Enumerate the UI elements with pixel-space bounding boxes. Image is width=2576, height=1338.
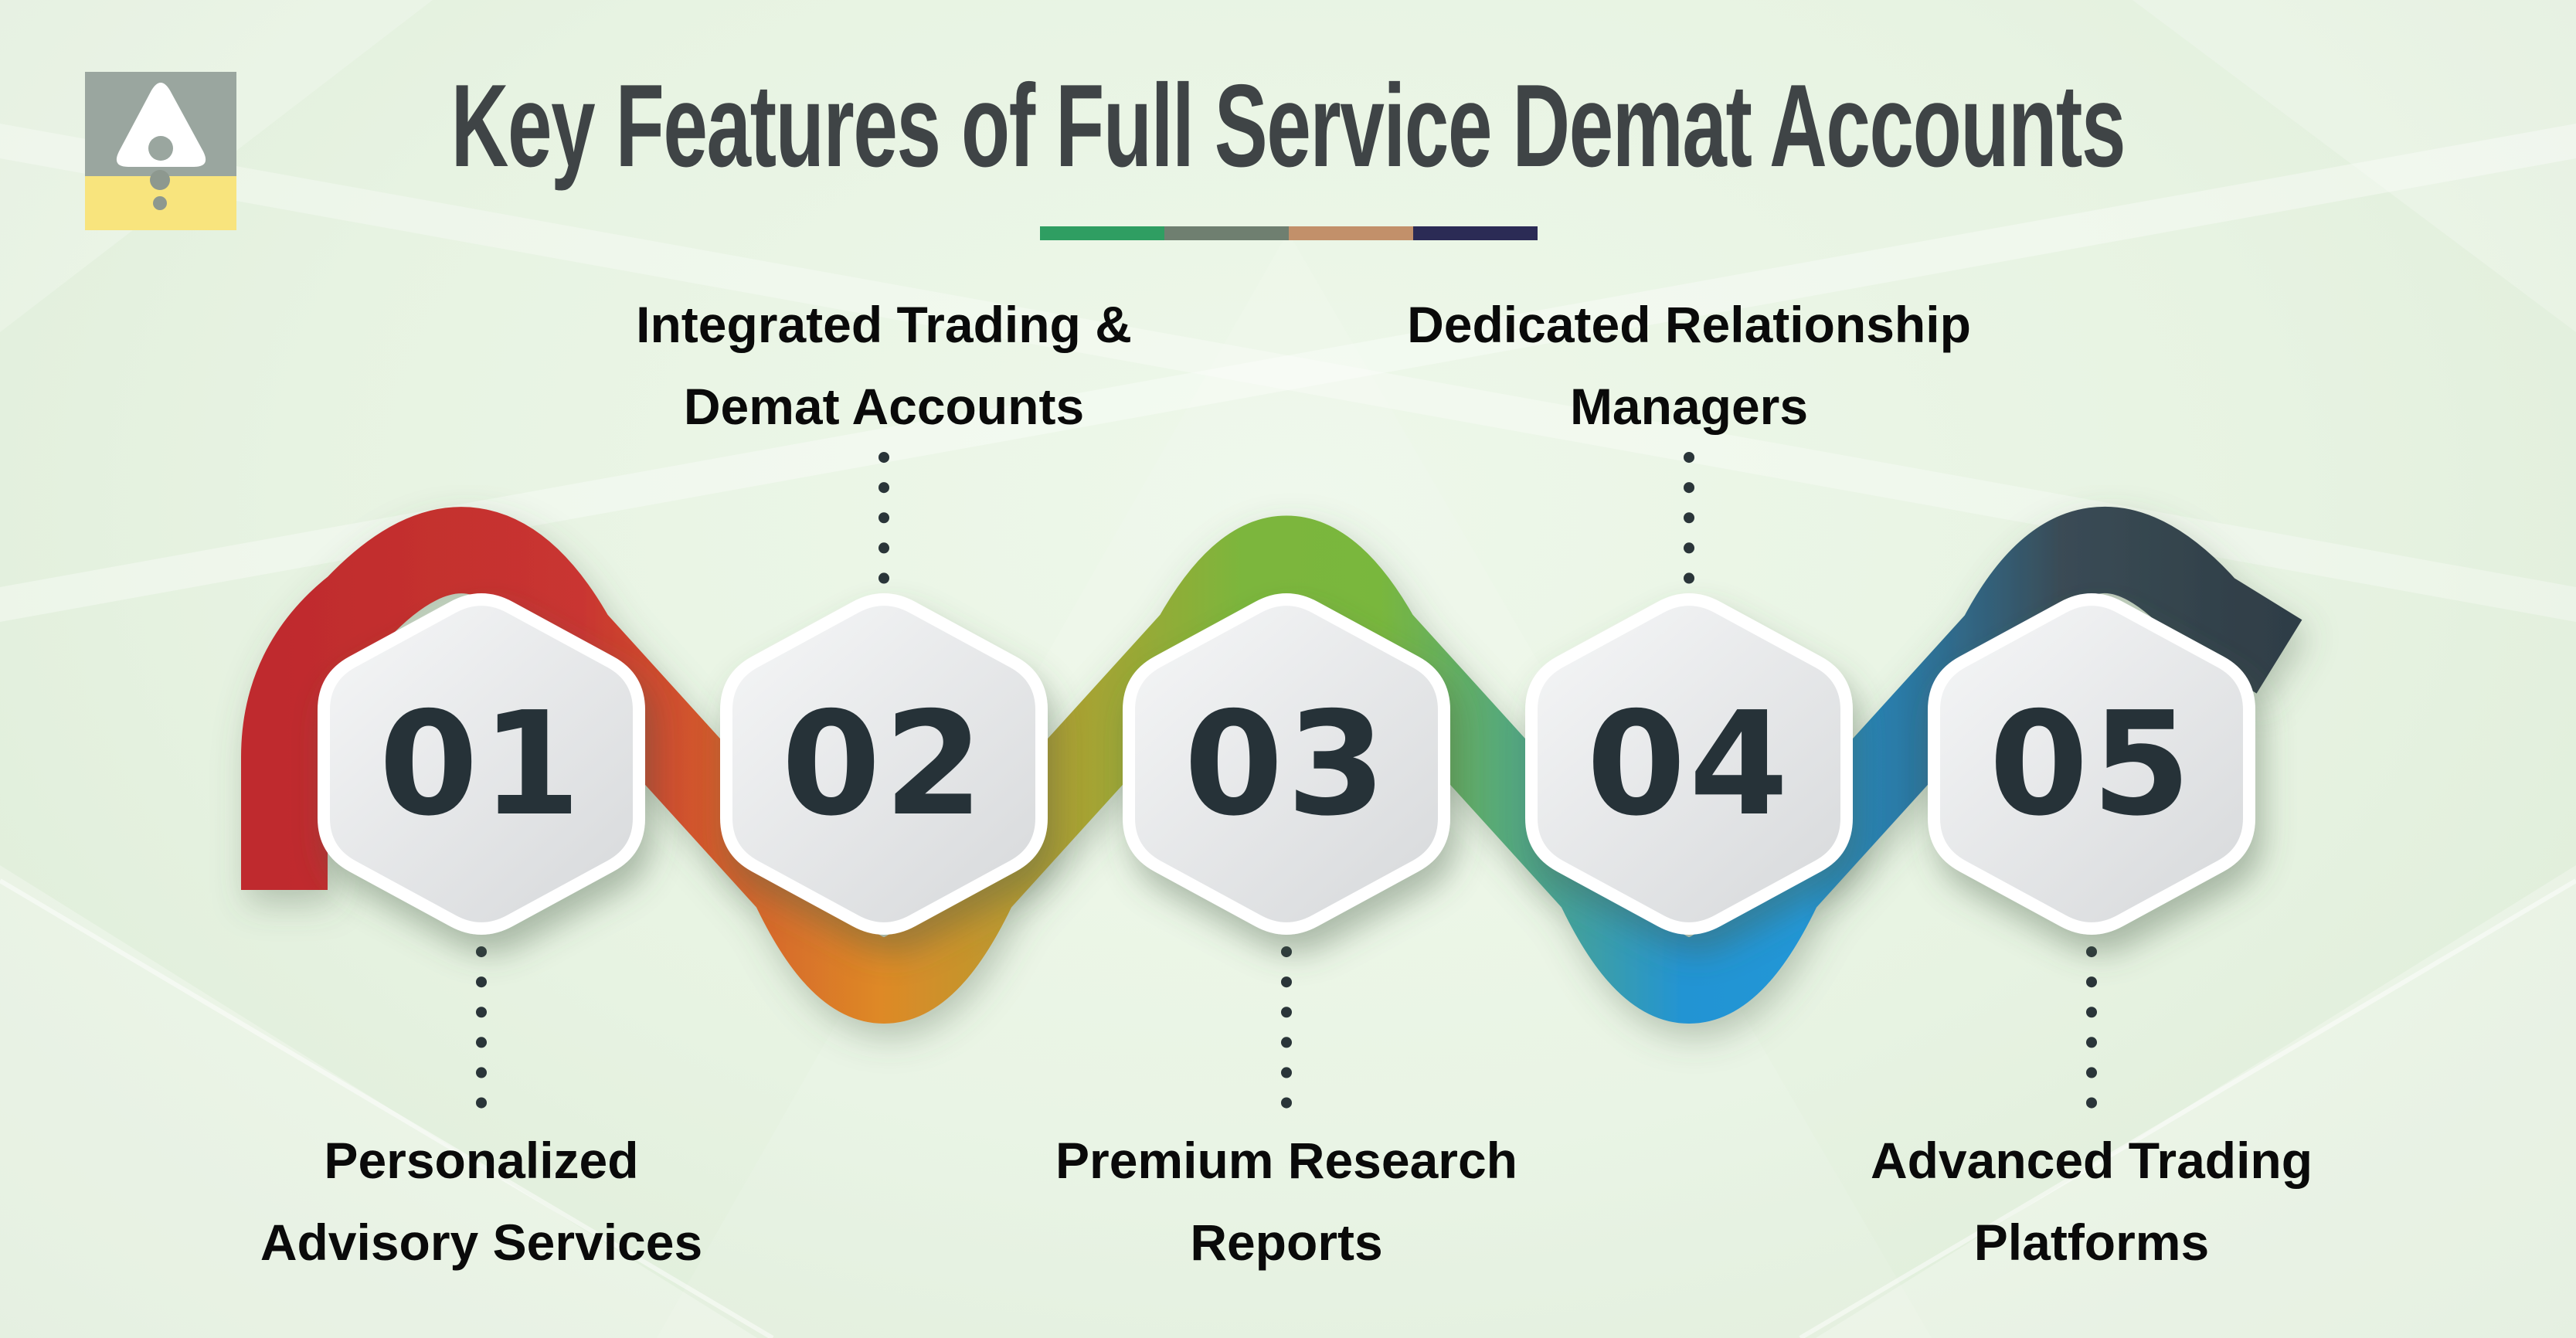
logo-dot-small (153, 196, 167, 210)
title-divider (1040, 226, 1538, 240)
caption-line: Personalized (324, 1132, 639, 1189)
background-stripe (0, 124, 2576, 622)
caption-line: Dedicated Relationship (1407, 296, 1971, 353)
step-number-05: 05 (1989, 681, 2194, 847)
divider-segment-tan (1289, 226, 1413, 240)
step-number-03: 03 (1184, 681, 1388, 847)
hexagon-05 (1928, 593, 2255, 935)
caption-line: Reports (1190, 1213, 1383, 1271)
caption-personalized-advisory-services: Personalized Advisory Services (95, 1120, 868, 1283)
caption-line: Integrated Trading & (636, 296, 1132, 353)
caption-line: Premium Research (1055, 1132, 1517, 1189)
caption-line: Managers (1569, 377, 1809, 435)
caption-dedicated-relationship-managers: Dedicated Relationship Managers (1303, 284, 2075, 447)
warning-triangle-icon (116, 83, 206, 167)
background-triangle (0, 865, 757, 1338)
background-seam (1799, 878, 2576, 1338)
caption-line: Demat Accounts (683, 377, 1085, 435)
background-stripe (0, 124, 2576, 622)
logo (85, 72, 236, 230)
caption-integrated-trading-demat-accounts: Integrated Trading & Demat Accounts (498, 284, 1270, 447)
page-title: Key Features of Full Service Demat Accou… (0, 60, 2576, 192)
background-triangle (1816, 865, 2576, 1338)
hexagon-02 (720, 593, 1048, 935)
logo-dot-large (150, 170, 170, 190)
caption-line: Advanced Trading (1870, 1132, 2313, 1189)
hexagon-04 (1525, 593, 1853, 935)
hexagon-03 (1123, 593, 1450, 935)
background-seam (0, 878, 774, 1338)
divider-segment-navy (1413, 226, 1538, 240)
background-triangle (2133, 0, 2576, 332)
step-number-01: 01 (379, 681, 583, 847)
caption-advanced-trading-platforms: Advanced Trading Platforms (1705, 1120, 2478, 1283)
step-number-04: 04 (1586, 681, 1791, 847)
caption-line: Advisory Services (260, 1213, 703, 1271)
divider-segment-green (1040, 226, 1164, 240)
page-title-text: Key Features of Full Service Demat Accou… (450, 60, 2126, 192)
triangle-dot-icon (148, 136, 173, 161)
caption-line: Platforms (1973, 1213, 2210, 1271)
hexagon-01 (318, 593, 645, 935)
divider-segment-gray (1164, 226, 1289, 240)
step-number-02: 02 (781, 681, 986, 847)
caption-premium-research-reports: Premium Research Reports (900, 1120, 1673, 1283)
